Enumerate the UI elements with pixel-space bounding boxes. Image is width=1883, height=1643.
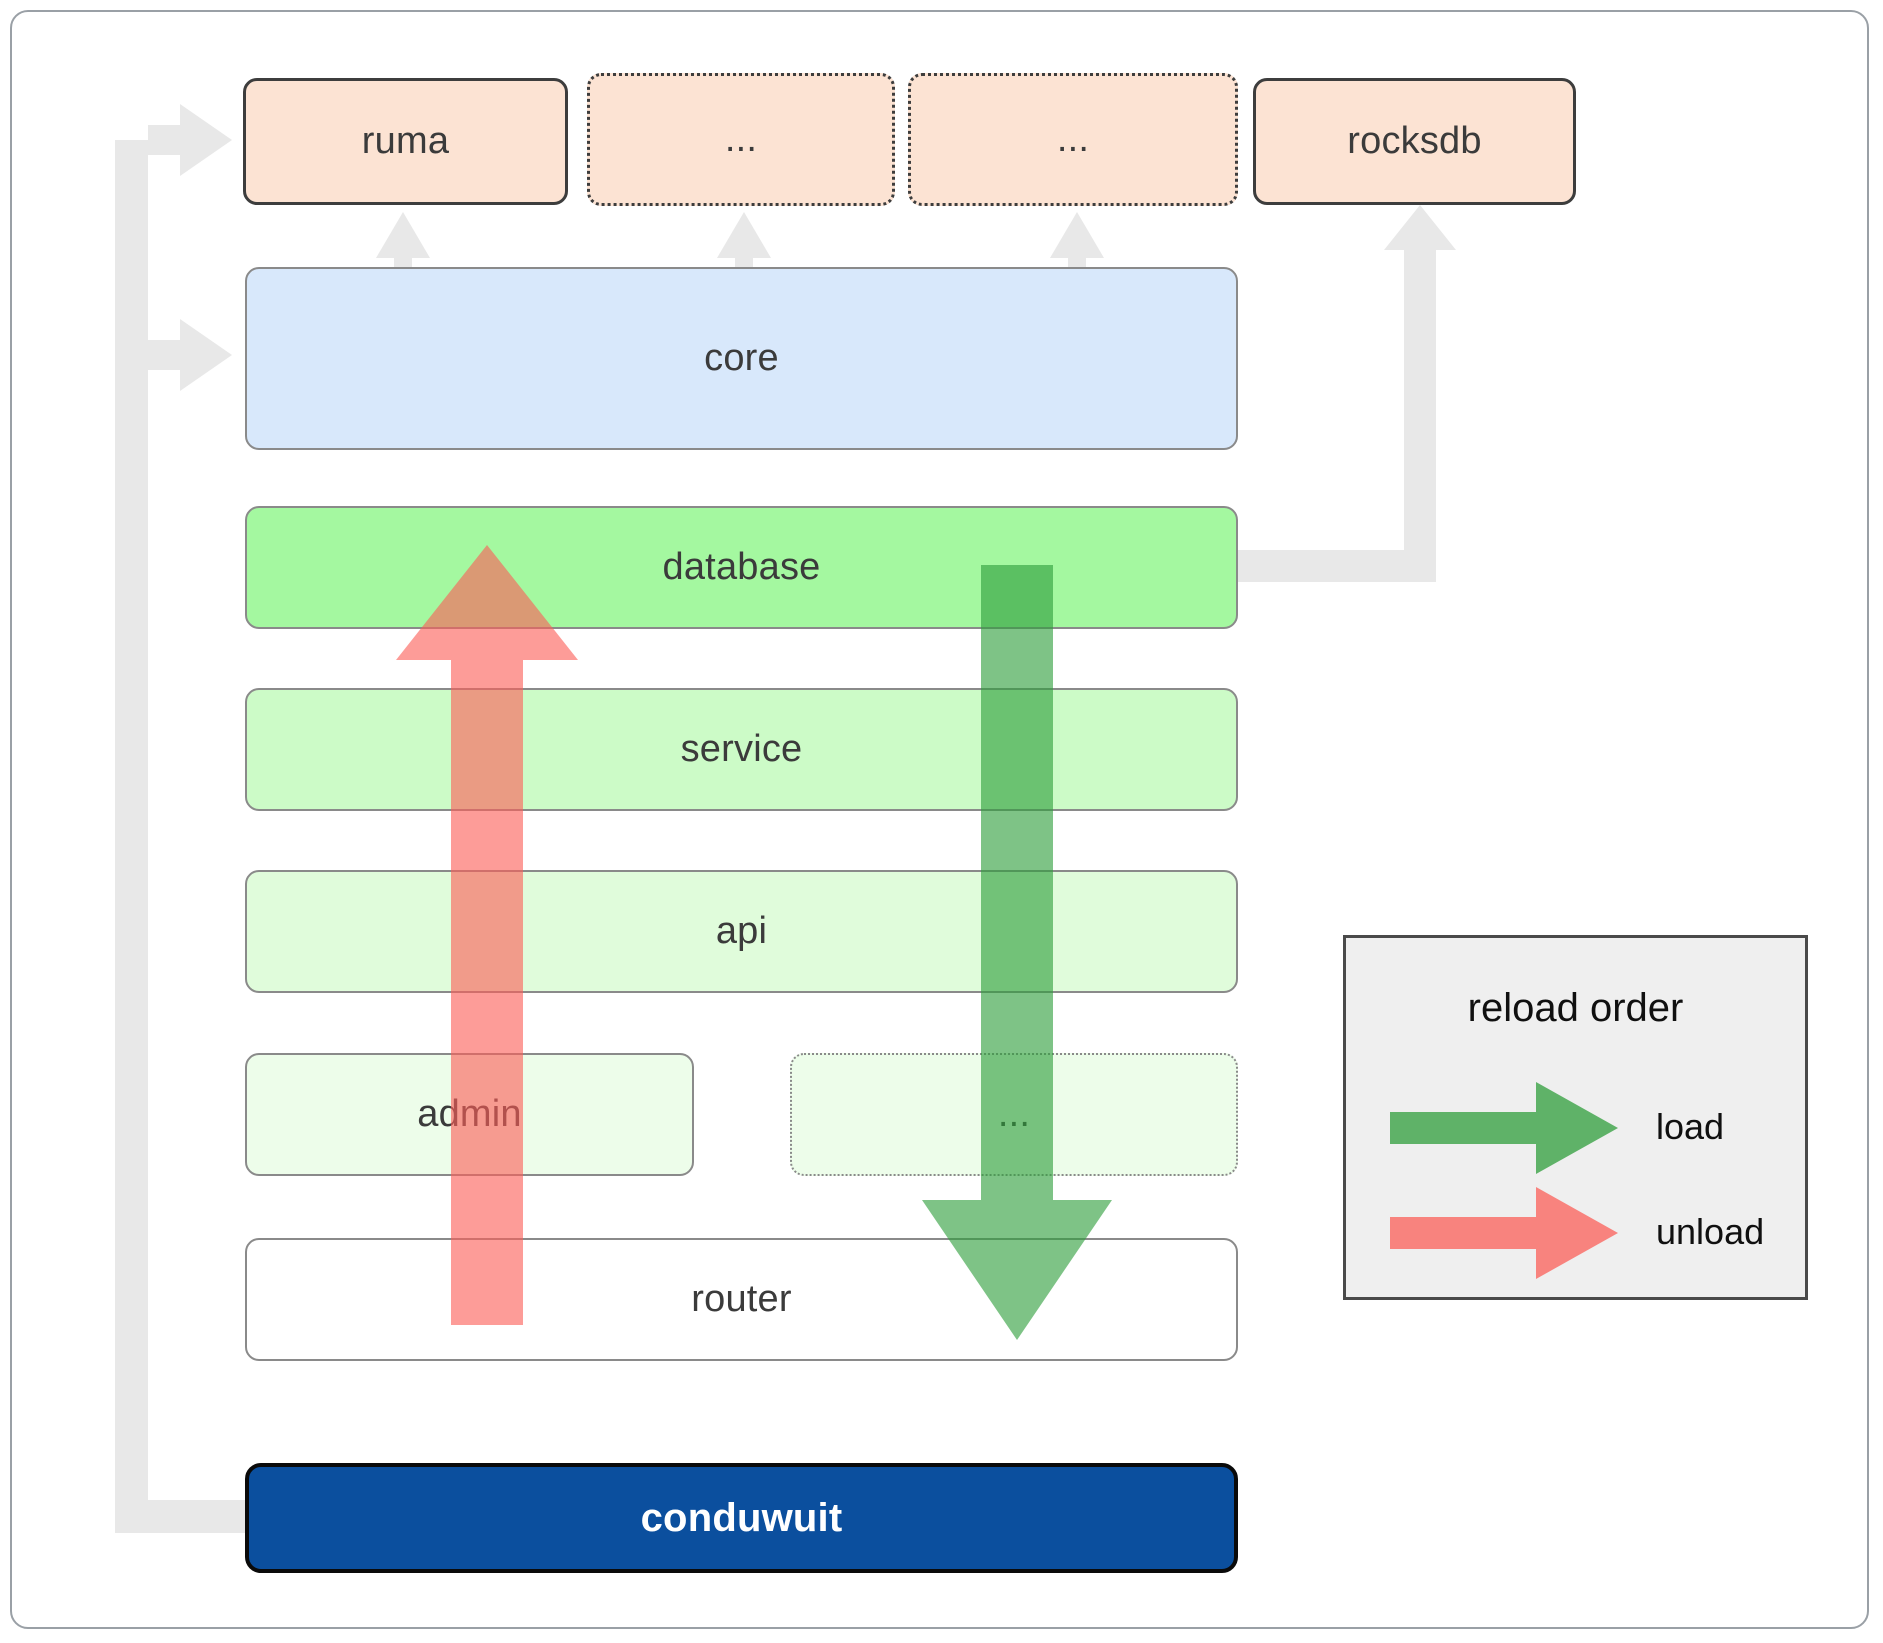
node-dep-b-label: ... xyxy=(1056,118,1090,160)
node-extra-label: ... xyxy=(997,1093,1031,1135)
node-dep-b[interactable]: ... xyxy=(908,73,1238,206)
node-dep-a[interactable]: ... xyxy=(587,73,895,206)
node-admin-label: admin xyxy=(417,1093,522,1135)
node-service[interactable]: service xyxy=(245,688,1238,811)
node-router[interactable]: router xyxy=(245,1238,1238,1361)
node-ruma-label: ruma xyxy=(361,120,450,162)
legend-label-load: load xyxy=(1656,1106,1725,1147)
node-conduwuit-label: conduwuit xyxy=(640,1495,843,1540)
diagram-outer-frame xyxy=(10,10,1869,1629)
legend-title: reload order xyxy=(1467,986,1684,1030)
node-rocksdb[interactable]: rocksdb xyxy=(1253,78,1576,205)
node-service-label: service xyxy=(680,728,803,770)
node-api-label: api xyxy=(715,910,768,952)
legend-load-arrow xyxy=(1390,1082,1618,1174)
legend-label-unload: unload xyxy=(1656,1211,1765,1252)
node-dep-a-label: ... xyxy=(724,118,758,160)
node-core-label: core xyxy=(704,337,779,379)
node-core[interactable]: core xyxy=(245,267,1238,450)
node-router-label: router xyxy=(691,1278,792,1320)
legend-unload-arrow xyxy=(1390,1187,1618,1279)
node-database[interactable]: database xyxy=(245,506,1238,629)
node-database-label: database xyxy=(662,546,821,588)
legend-panel: reload order load unload xyxy=(1343,935,1808,1300)
node-ruma[interactable]: ruma xyxy=(243,78,568,205)
node-admin[interactable]: admin xyxy=(245,1053,694,1176)
node-conduwuit[interactable]: conduwuit xyxy=(245,1463,1238,1573)
node-api[interactable]: api xyxy=(245,870,1238,993)
node-extra[interactable]: ... xyxy=(790,1053,1238,1176)
node-rocksdb-label: rocksdb xyxy=(1347,120,1482,162)
